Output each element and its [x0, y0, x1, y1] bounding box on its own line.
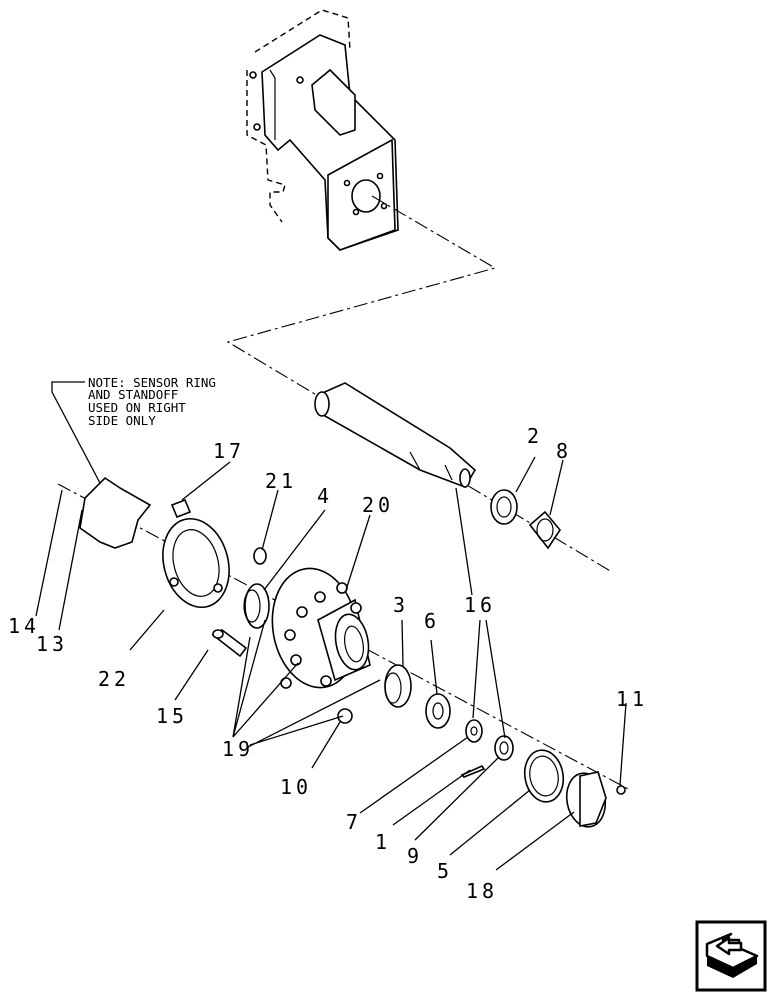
callout-7: 7	[346, 810, 362, 834]
part-13-sensor-ring	[79, 476, 152, 549]
callout-15: 15	[156, 704, 188, 728]
note-line-2: AND STANDOFF	[88, 387, 178, 402]
note-line-1: NOTE: SENSOR RING	[88, 375, 216, 390]
part-8-cup	[528, 510, 561, 550]
spindle	[314, 382, 477, 488]
callout-17: 17	[213, 439, 245, 463]
part-9-castle-nut	[494, 735, 514, 761]
part-17-standoff	[170, 498, 192, 519]
center-lines	[57, 195, 631, 791]
callout-3: 3	[393, 593, 409, 617]
callout-5: 5	[437, 859, 453, 883]
callout-6: 6	[424, 609, 440, 633]
note-line-3: USED ON RIGHT	[88, 400, 186, 415]
part-20-hub	[271, 567, 371, 689]
callout-11: 11	[616, 687, 648, 711]
part-21-stud	[253, 547, 267, 565]
leader-lines	[35, 381, 627, 871]
part-2-seal	[490, 489, 518, 525]
callout-8: 8	[556, 439, 572, 463]
part-3-bearing-cup	[384, 664, 412, 708]
part-15-bolt	[211, 629, 248, 658]
part-4-bearing-cup	[243, 583, 270, 629]
part-1-cotter-pin	[460, 764, 486, 778]
callout-19: 19	[222, 737, 254, 761]
callout-20: 20	[362, 493, 394, 517]
part-18-hub-cap	[565, 771, 607, 828]
mounting-frame	[246, 9, 399, 251]
note-text: NOTE: SENSOR RING AND STANDOFF USED ON R…	[88, 375, 216, 428]
callout-16: 16	[464, 593, 496, 617]
part-22-sensor-plate	[162, 517, 230, 609]
callout-4: 4	[317, 484, 333, 508]
part-7-washer	[465, 719, 483, 743]
part-5-gasket	[523, 749, 565, 803]
callout-22: 22	[98, 667, 130, 691]
next-page-button[interactable]	[695, 920, 767, 992]
callouts: 17 21 4 20 2 8 16 3 6 14 13 22 15 19 10 …	[8, 424, 648, 903]
part-11-plug	[616, 785, 626, 795]
note-line-4: SIDE ONLY	[88, 413, 156, 428]
callout-21: 21	[265, 469, 297, 493]
callout-18: 18	[466, 879, 498, 903]
callout-10: 10	[280, 775, 312, 799]
callout-1: 1	[375, 830, 391, 854]
part-6-bearing-cone	[425, 693, 451, 729]
callout-2: 2	[527, 424, 543, 448]
part-10-nut	[337, 708, 353, 724]
next-page-arrow-icon	[695, 920, 767, 992]
callout-14: 14	[8, 614, 40, 638]
callout-9: 9	[407, 844, 423, 868]
callout-13: 13	[36, 632, 68, 656]
